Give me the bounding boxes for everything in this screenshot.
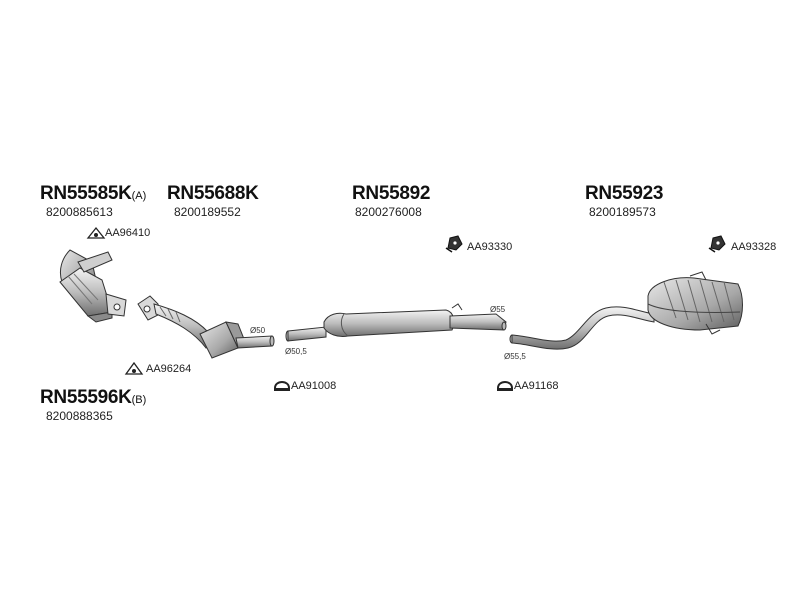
oem-number-cat-b: 8200888365 [46,409,113,423]
front-pipe [137,295,275,359]
part-code-rear-silencer: RN55923 [585,183,664,204]
rear-silencer [509,271,743,350]
accessory-label-clamp-2: AA91168 [514,380,559,392]
part-code-text: RN55596K [40,387,132,408]
catalytic-converter [59,249,127,323]
dimension-label-d50: Ø50 [250,326,266,335]
part-code-middle-silencer: RN55892 [352,183,431,204]
gasket-bottom-icon [124,361,144,375]
part-code-front-pipe: RN55688K [167,183,259,204]
accessory-label-hanger-1: AA93330 [467,241,513,253]
part-code-cat-b: RN55596K(B) [40,387,146,409]
dimension-label-d55: Ø55 [490,305,506,314]
gasket-top-icon [86,226,106,239]
dimension-label-d55-5: Ø55,5 [504,352,526,361]
oem-number-front-pipe: 8200189552 [174,205,241,219]
clamp-icon-1 [274,381,290,391]
oem-number-rear-silencer: 8200189573 [589,205,656,219]
rubber-hanger-icon-1 [445,235,463,253]
part-variant-label: (B) [131,394,147,406]
accessory-label-gasket-bottom: AA96264 [146,363,192,375]
part-code-text: RN55585K [40,183,132,204]
part-variant-label: (A) [131,190,147,202]
part-code-cat-a: RN55585K(A) [40,183,146,205]
rubber-hanger-icon-2 [708,235,726,253]
accessory-label-clamp-1: AA91008 [291,380,337,392]
dimension-label-d50-5: Ø50,5 [285,347,307,356]
oem-number-middle-silencer: 8200276008 [355,205,422,219]
clamp-icon-2 [497,381,513,391]
accessory-label-gasket-top: AA96410 [105,227,151,239]
middle-silencer [285,303,507,342]
oem-number-cat-a: 8200885613 [46,205,113,219]
accessory-label-hanger-2: AA93328 [731,241,777,253]
